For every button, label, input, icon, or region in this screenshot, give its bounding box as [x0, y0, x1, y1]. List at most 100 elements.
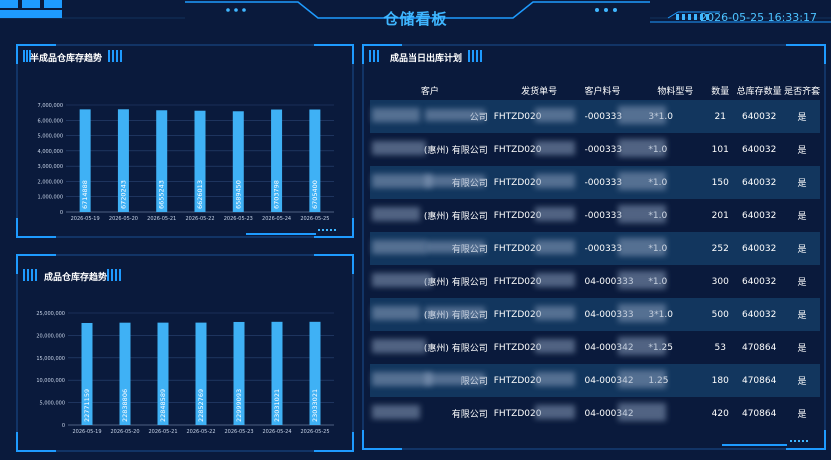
cell-total-stock: 470864	[741, 342, 777, 353]
y-tick-label: 25,000,000	[36, 311, 65, 317]
title-bars-icon	[23, 50, 31, 62]
bar-value-label: 6714888	[81, 180, 89, 209]
cell-qty: 150	[711, 177, 729, 188]
bar[interactable]	[271, 321, 283, 425]
cell-customer-part-no: 04-000333	[584, 276, 634, 287]
cell-total-stock: 640032	[741, 309, 777, 320]
cell-order-no: FHTZD020	[493, 144, 542, 155]
bar[interactable]	[119, 322, 131, 425]
cell-order-no: FHTZD020	[493, 342, 542, 353]
bar[interactable]	[194, 110, 206, 212]
header-customer-part-no: 客户料号	[584, 86, 621, 97]
x-tick-label: 2026-05-20	[110, 429, 139, 435]
cell-customer-part-no: -000333	[584, 144, 623, 155]
redaction-block	[618, 139, 666, 157]
bar[interactable]	[309, 321, 321, 425]
redaction-block	[372, 339, 426, 353]
redaction-block	[535, 108, 575, 122]
header-customer: 客户	[420, 86, 439, 97]
title-bars-icon	[107, 269, 121, 281]
bar-value-label: 6720243	[119, 180, 127, 209]
x-tick-label: 2026-05-22	[185, 216, 214, 222]
redaction-block	[425, 109, 485, 121]
redaction-block	[535, 141, 575, 155]
cell-customer-part-no: -000333	[584, 111, 623, 122]
cell-qty: 300	[711, 276, 729, 287]
panel-frame	[16, 44, 354, 238]
cell-customer-part-no: -000333	[584, 243, 623, 254]
bar[interactable]	[117, 109, 129, 212]
redaction-block	[372, 141, 426, 155]
outbound-plan-table: 客户 发货单号 客户料号 物料型号 数量 总库存数量 是否齐套 公司FHTZD0…	[370, 80, 820, 430]
y-tick-label: 0	[60, 210, 63, 216]
cell-order-no: FHTZD020	[493, 111, 542, 122]
bar[interactable]	[232, 111, 244, 212]
bar[interactable]	[233, 321, 245, 425]
header-frame	[0, 1, 831, 23]
bar-value-label: 23031021	[273, 389, 281, 422]
redaction-block	[535, 372, 575, 386]
cell-order-no: FHTZD020	[493, 276, 542, 287]
cell-customer-part-no: 04-000342	[584, 342, 634, 353]
redaction-block	[535, 207, 575, 221]
y-tick-label: 1,000,000	[38, 195, 63, 201]
redaction-block	[425, 373, 485, 385]
outbound-plan-panel: 成品当日出库计划	[362, 44, 826, 450]
bar[interactable]	[195, 322, 207, 425]
y-tick-label: 5,000,000	[38, 134, 63, 140]
cell-qty: 21	[714, 111, 726, 122]
bar-value-label: 22852769	[197, 389, 205, 422]
x-tick-label: 2026-05-25	[300, 429, 329, 435]
cell-qty: 53	[714, 342, 726, 353]
cell-total-stock: 640032	[741, 177, 777, 188]
bar[interactable]	[81, 322, 93, 425]
semi-finished-panel: 半成品仓库存趋势	[16, 44, 354, 238]
redaction-block	[372, 240, 426, 254]
x-tick-label: 2026-05-19	[71, 216, 100, 222]
bar-value-label: 22838806	[121, 389, 129, 422]
cell-total-stock: 640032	[741, 210, 777, 221]
cell-total-stock: 470864	[741, 375, 777, 386]
cell-qty: 180	[711, 375, 729, 386]
x-tick-label: 2026-05-20	[109, 216, 138, 222]
cell-total-stock: 470864	[741, 408, 777, 419]
x-tick-label: 2026-05-23	[224, 429, 253, 435]
y-tick-label: 4,000,000	[38, 149, 63, 155]
bar[interactable]	[271, 109, 283, 212]
bar-value-label: 6705400	[311, 180, 319, 209]
bar-value-label: 6589450	[234, 180, 242, 209]
bar-value-label: 6655243	[158, 180, 166, 209]
redaction-block	[535, 306, 575, 320]
redaction-block	[372, 174, 432, 188]
bar[interactable]	[156, 110, 168, 212]
header-material-model: 物料型号	[657, 86, 694, 97]
x-tick-label: 2026-05-21	[147, 216, 176, 222]
cell-order-no: FHTZD020	[493, 210, 542, 221]
title-bars-icon	[23, 269, 37, 281]
x-tick-label: 2026-05-24	[262, 216, 291, 222]
y-tick-label: 20,000,000	[36, 333, 65, 339]
finished-stock-chart: 05,000,00010,000,00015,000,00020,000,000…	[36, 311, 334, 435]
cell-total-stock: 640032	[741, 111, 777, 122]
redaction-block	[372, 273, 432, 287]
title-bars-icon	[108, 50, 122, 62]
panel-title-finished: 成品仓库存趋势	[44, 273, 108, 283]
bar[interactable]	[157, 322, 169, 425]
bar[interactable]	[79, 109, 91, 212]
cell-complete: 是	[797, 245, 807, 255]
y-tick-label: 0	[62, 423, 65, 429]
x-tick-label: 2026-05-21	[148, 429, 177, 435]
bar-value-label: 6703798	[273, 180, 281, 209]
y-tick-label: 15,000,000	[36, 356, 65, 362]
y-tick-label: 6,000,000	[38, 118, 63, 124]
logo-icon	[0, 0, 62, 18]
finished-panel: 成品仓库存趋势	[16, 254, 354, 452]
bar[interactable]	[309, 109, 321, 212]
redaction-block	[535, 339, 575, 353]
